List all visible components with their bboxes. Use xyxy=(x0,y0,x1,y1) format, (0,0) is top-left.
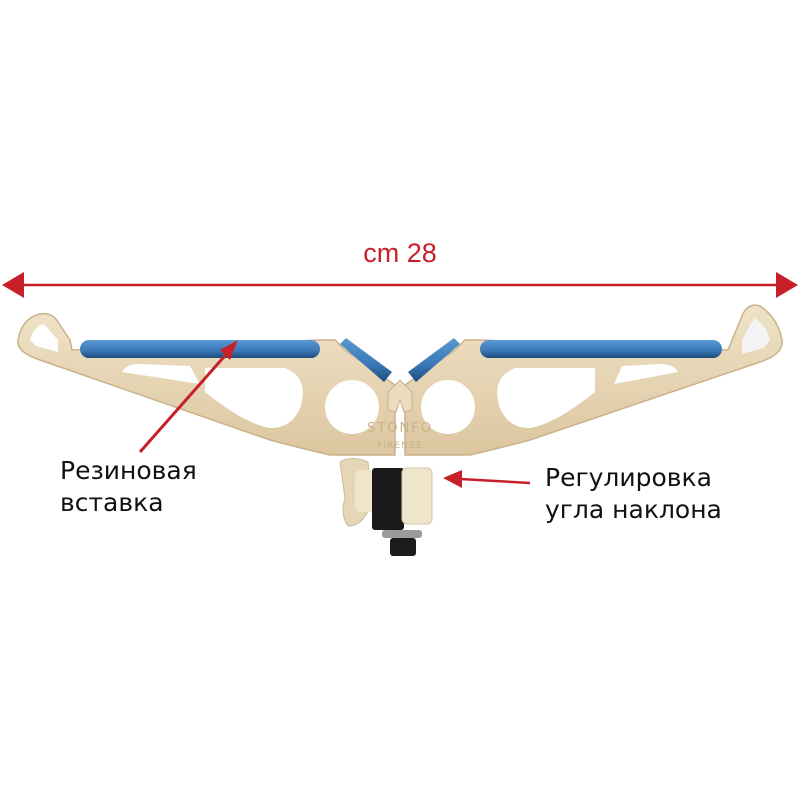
angle-adjust-callout: Регулировка угла наклона xyxy=(545,462,722,526)
angle-adjust-label-line2: угла наклона xyxy=(545,495,722,524)
angle-adjust-knob xyxy=(339,458,433,556)
left-wing xyxy=(17,312,396,456)
brand-engraving: STONFO xyxy=(367,421,433,436)
right-wing xyxy=(404,304,783,456)
rubber-insert xyxy=(80,338,722,382)
rubber-insert-pointer-arrow-icon xyxy=(138,340,238,453)
angle-adjust-pointer-arrow-icon xyxy=(443,470,531,488)
dimension-arrow-icon xyxy=(2,272,798,298)
rubber-insert-label-line2: вставка xyxy=(60,488,164,517)
brand-sub-engraving: FIRENZE xyxy=(377,441,422,451)
angle-adjust-label-line1: Регулировка xyxy=(545,463,712,492)
center-notch xyxy=(387,379,413,413)
dimension-label: cm 28 xyxy=(363,238,437,268)
rubber-insert-callout: Резиновая вставка xyxy=(60,455,197,519)
rubber-insert-label-line1: Резиновая xyxy=(60,456,197,485)
